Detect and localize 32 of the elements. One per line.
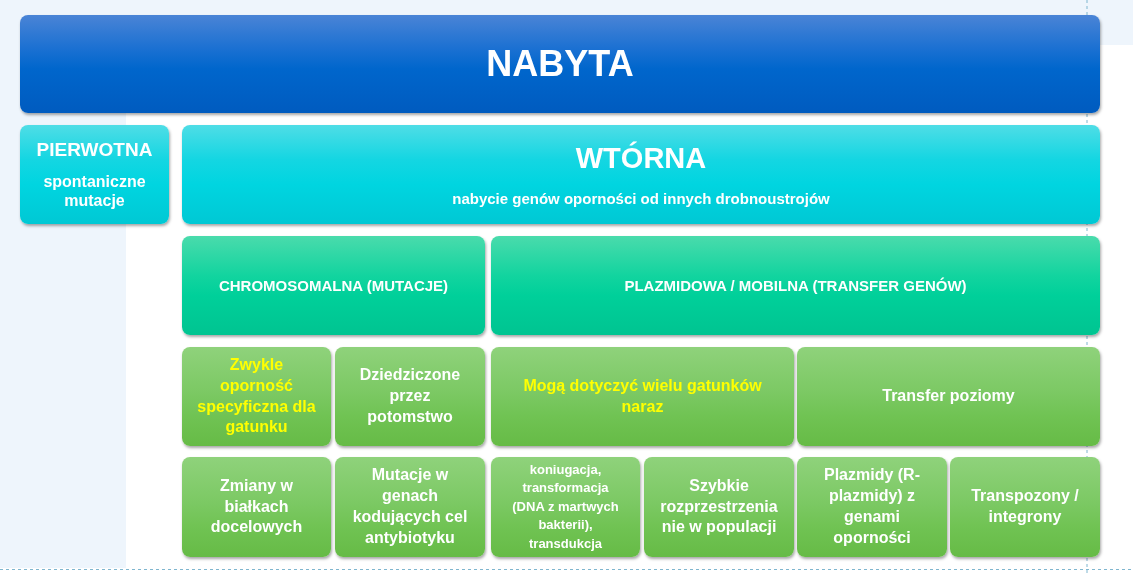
box-title: WTÓRNA xyxy=(575,141,707,176)
box-label: Transpozony / integrony xyxy=(970,486,1080,527)
category-box xyxy=(335,347,485,446)
category-box xyxy=(182,347,331,446)
box-label: Dziedziczone przez potomstwo xyxy=(358,365,462,427)
category-box xyxy=(950,457,1100,557)
category-box xyxy=(491,347,794,446)
box-subtitle: spontaniczne mutacje xyxy=(42,171,147,211)
box-label: Mogą dotyczyć wielu gatunków naraz xyxy=(522,375,763,417)
box-label: Zwykle oporność specyficzna dla gatunku xyxy=(196,354,317,438)
box-label: CHROMOSOMALNA (MUTACJE) xyxy=(218,275,449,296)
category-box xyxy=(491,457,640,557)
category-box xyxy=(20,125,169,224)
box-label: koniugacja, transformacja (DNA z martwych bakterii), transdukcja xyxy=(511,460,620,553)
box-label: Plazmidy (R-plazmidy) z genami oporności xyxy=(823,465,921,548)
box-label: Transfer poziomy xyxy=(882,386,1015,407)
category-box xyxy=(797,347,1100,446)
banner-title: NABYTA xyxy=(486,41,634,86)
box-label: Szybkie rozprzestrzenia nie w populacji xyxy=(659,475,779,538)
box-title: PIERWOTNA xyxy=(36,138,153,162)
category-box xyxy=(182,125,1100,224)
box-label: Zmiany w białkach docelowych xyxy=(209,475,304,538)
box-label: PLAZMIDOWA / MOBILNA (TRANSFER GENÓW) xyxy=(624,275,967,296)
box-label: Mutacje w genach kodujących cel antybiotyku xyxy=(351,465,469,548)
category-box xyxy=(182,236,485,335)
box-subtitle: nabycie genów oporności od innych drobnoustrojów xyxy=(452,189,830,208)
category-box xyxy=(335,457,485,557)
header-banner xyxy=(20,15,1100,113)
category-box xyxy=(491,236,1100,335)
category-box xyxy=(182,457,331,557)
category-box xyxy=(644,457,794,557)
category-box xyxy=(797,457,947,557)
